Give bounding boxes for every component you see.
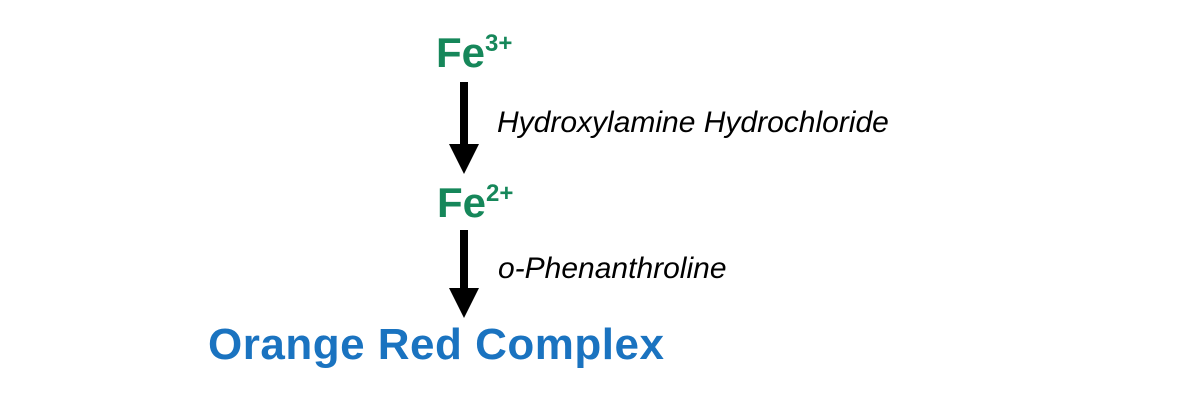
complexing-agent-label: o-Phenanthroline [498, 252, 727, 285]
ferrous-ion-label: Fe2+ [437, 182, 513, 224]
reduction-arrow-shaft [460, 82, 468, 144]
complexation-arrow-head [449, 288, 479, 318]
ferrous-ion-charge: 2+ [486, 180, 514, 207]
ferric-ion-charge: 3+ [485, 30, 513, 57]
reduction-arrow-head [449, 144, 479, 174]
complexation-arrow-shaft [460, 230, 468, 288]
complexation-arrow [449, 230, 479, 318]
reducing-agent-label: Hydroxylamine Hydrochloride [497, 106, 889, 139]
product-label: Orange Red Complex [208, 320, 665, 369]
ferric-ion-symbol: Fe [436, 29, 486, 76]
ferric-ion-label: Fe3+ [436, 32, 512, 74]
reduction-arrow [449, 82, 479, 174]
ferrous-ion-symbol: Fe [437, 179, 487, 226]
